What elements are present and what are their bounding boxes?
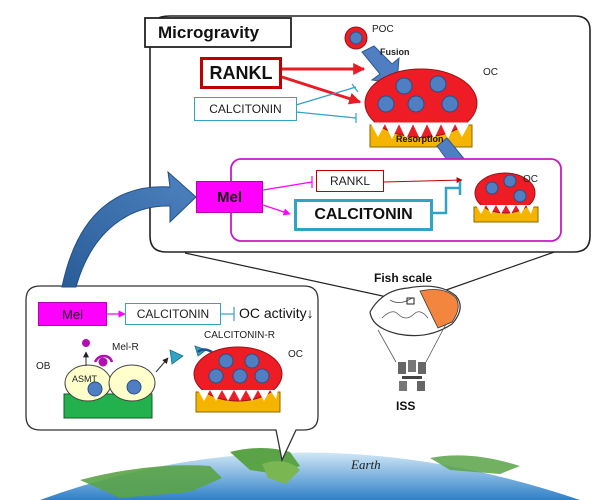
osteoclast-small: [473, 172, 539, 223]
calcitonin-weak-arrows: [295, 83, 359, 123]
oc-top-label: OC: [483, 67, 498, 78]
fish-scale-illustration: [369, 285, 461, 363]
microgravity-title-box: [144, 17, 292, 48]
resorption-label: Resorption: [396, 134, 444, 144]
rankl-to-oc-arrow: [383, 177, 463, 184]
iss-label: ISS: [396, 399, 416, 413]
calcitonin-to-oc-inhibition: [433, 181, 462, 215]
oc-activity-label: OC activity↓: [239, 305, 314, 321]
mel-to-rankl-inhibition: [262, 176, 313, 191]
mel-box-microgravity: Mel: [196, 181, 263, 213]
poc-label: POC: [372, 24, 394, 35]
earth-label: Earth: [351, 457, 381, 472]
mel-to-calcitonin-arrow: [262, 204, 291, 216]
poc-cell: [344, 26, 368, 50]
osteoblasts: [63, 364, 156, 419]
microgravity-title: Microgravity: [158, 23, 260, 42]
ground-calcitonin-inhibition: [221, 307, 235, 321]
mel-r-label: Mel-R: [112, 342, 139, 353]
rankl-activation-arrows: [281, 63, 366, 105]
rankl-small-box: RANKL: [316, 170, 384, 192]
calcitonin-box-ground: CALCITONIN: [125, 303, 221, 325]
asmt-label: ASMT: [72, 374, 98, 384]
fish-scale-label: Fish scale: [374, 271, 433, 285]
calcitonin-small-box: CALCITONIN: [194, 97, 297, 121]
ground-osteoclast: [193, 346, 283, 413]
melatonin-signaling: [82, 339, 213, 373]
fusion-label: Fusion: [380, 47, 410, 57]
iss-icon: [398, 360, 426, 391]
mel-box-ground: Mel: [38, 302, 107, 326]
calcitonin-r-label: CALCITONIN-R: [204, 330, 275, 341]
earth-illustration: [40, 448, 580, 500]
rankl-large-box: RANKL: [200, 57, 282, 89]
oc-small-label: OC: [523, 174, 538, 185]
ob-label: OB: [36, 361, 51, 372]
calcitonin-large-box: CALCITONIN: [294, 199, 433, 231]
ground-oc-label: OC: [288, 349, 303, 360]
